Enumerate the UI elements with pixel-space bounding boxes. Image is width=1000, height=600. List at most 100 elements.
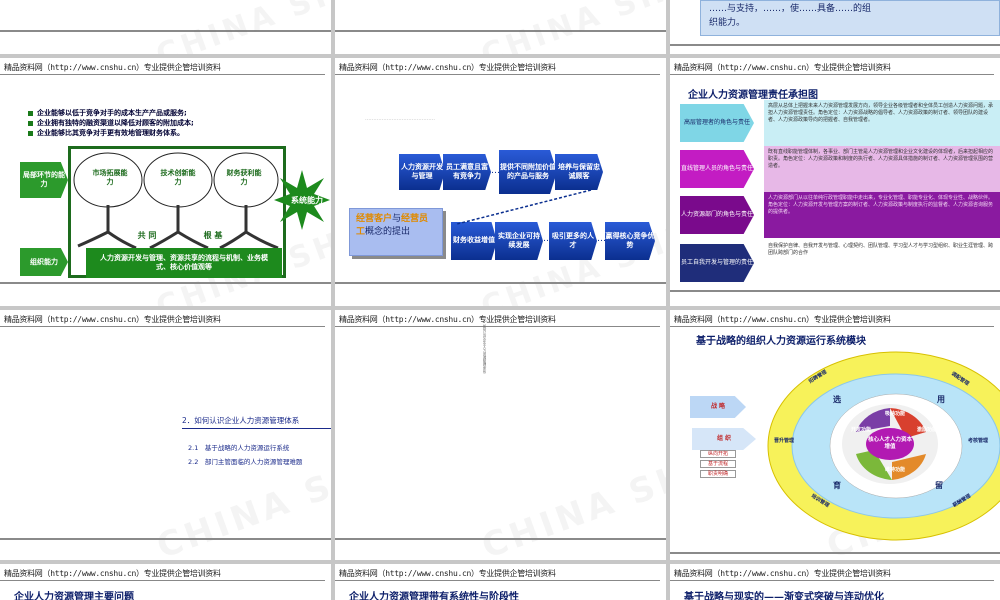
outer-label-appraise: 考核管理 <box>967 437 988 444</box>
ring-word-use: 用 <box>937 395 945 404</box>
vertical-caption: 2. 如何认识企业人力资源管理体系 <box>483 320 487 374</box>
slide-header: 精品资料网（http://www.cnshu.cn）专业提供企管培训资料 <box>674 315 891 324</box>
slide-blank[interactable]: 精品资料网（http://www.cnshu.cn）专业提供企管培训资料 2. … <box>335 310 666 560</box>
slide-strategy[interactable]: 精品资料网（http://www.cnshu.cn）专业提供企管培训资料 CHI… <box>0 58 331 306</box>
roots-label-left: 共 同 <box>137 231 157 240</box>
slide-r4c2[interactable]: 精品资料网（http://www.cnshu.cn）专业提供企管培训资料 企业人… <box>335 564 666 600</box>
chain-step-8: 赢得核心竞争优势 <box>605 222 655 260</box>
slide-header: 精品资料网（http://www.cnshu.cn）专业提供企管培训资料 <box>339 569 556 578</box>
bullet-list: 企业能够以低于竞争对手的成本生产产品或服务; 企业拥有独特的融资渠道以降低对顾客… <box>28 108 194 138</box>
bullet-square-icon <box>28 120 33 126</box>
hr-system-diagram <box>767 351 1000 541</box>
section-item-2: 2.2 部门主管面临的人力资源管理难题 <box>188 458 303 466</box>
resp-row-employee: 员工自我开发与管理的责任 自我保护自律、自我开发与管理、心理契约、团队管理、学习… <box>680 240 1000 286</box>
tree-label-finance: 财务获利能力 <box>226 169 262 186</box>
slide-model[interactable]: 精品资料网（http://www.cnshu.cn）专业提供企管培训资料 基于战… <box>670 310 1000 560</box>
watermark: CHINA SHUN <box>476 433 666 560</box>
resp-text: 高层从总体上把握未来人力资源管理发展方向，领导企业各级管理者和全体员工创造人力资… <box>764 100 1000 146</box>
header-rule <box>0 74 325 75</box>
slide-r1c2[interactable]: CHINA SHUN <box>335 0 666 54</box>
ring-word-select: 选 <box>833 395 841 404</box>
slide-title: 企业人力资源管理责任承担图 <box>688 90 818 101</box>
slide-header: 精品资料网（http://www.cnshu.cn）专业提供企管培训资料 <box>4 63 221 72</box>
chain-step-7: 吸引更多的人才 <box>549 222 597 260</box>
slide-responsibility[interactable]: 精品资料网（http://www.cnshu.cn）专业提供企管培训资料 企业人… <box>670 58 1000 306</box>
slide-divider <box>0 30 331 32</box>
callout-line-2: 织能力。 <box>709 17 746 28</box>
inner-label-motivate: 激励功能 <box>916 426 937 433</box>
slide-r1c3[interactable]: ……与支持，……，使……具备……的组 织能力。 <box>670 0 1000 54</box>
slide-header: 精品资料网（http://www.cnshu.cn）专业提供企管培训资料 <box>674 569 891 578</box>
slide-divider <box>670 552 1000 554</box>
resp-label: 高层管理者的角色与责任 <box>680 104 754 142</box>
org-sub-2: 基于流程 <box>700 460 736 468</box>
org-sub-1: 纵向开拓 <box>700 450 736 458</box>
concept-employee: 经营员工 <box>356 214 429 237</box>
strategy-arrow: 战 略 <box>690 396 746 418</box>
text-callout: ……与支持，……，使……具备……的组 织能力。 <box>700 0 1000 36</box>
callout-line-1: ……与支持，……，使……具备……的组 <box>709 4 872 14</box>
chain-ellipsis: … <box>597 234 606 244</box>
resp-row-hr: 人力资源部门的角色与责任 人力资源部门从以往单纯行政管理职能中走出来，专业化管理… <box>680 192 1000 238</box>
header-rule <box>335 580 660 581</box>
roots-label-right: 根 基 <box>203 231 223 240</box>
watermark: CHINA SHUN <box>152 0 331 54</box>
slide-header: 精品资料网（http://www.cnshu.cn）专业提供企管培训资料 <box>4 569 221 578</box>
resp-label: 员工自我开发与管理的责任 <box>680 244 754 282</box>
chain-step-6: 实现企业可持续发展 <box>495 222 543 260</box>
bullet-item: 企业拥有独特的融资渠道以降低对顾客的附加成本; <box>28 118 194 128</box>
ring-word-retain: 留 <box>935 481 943 490</box>
slide-header: 精品资料网（http://www.cnshu.cn）专业提供企管培训资料 <box>4 315 221 324</box>
slide-header: 精品资料网（http://www.cnshu.cn）专业提供企管培训资料 <box>339 63 556 72</box>
resp-row-senior: 高层管理者的角色与责任 高层从总体上把握未来人力资源管理发展方向，领导企业各级管… <box>680 100 1000 146</box>
trees-illustration <box>73 152 279 250</box>
resp-text: 自我保护自律、自我开发与管理、心理契约、团队管理、学习型人才与学习型组织、职业生… <box>764 240 1000 286</box>
slide-header: 精品资料网（http://www.cnshu.cn）专业提供企管培训资料 <box>674 63 891 72</box>
resp-label: 人力资源部门的角色与责任 <box>680 196 754 234</box>
slide-r4c1[interactable]: 精品资料网（http://www.cnshu.cn）专业提供企管培训资料 企业人… <box>0 564 331 600</box>
concept-and: 与 <box>392 214 402 224</box>
inner-label-develop: 开发功能 <box>850 426 871 433</box>
slide-divider <box>335 282 666 284</box>
org-arrow: 组 织 <box>692 428 756 450</box>
slide-title: 基于战略的组织人力资源运行系统模块 <box>696 336 866 347</box>
slide-title: 企业人力资源管理带有系统性与阶段性 <box>349 592 519 600</box>
resp-label: 直线管理人员的角色与责任 <box>680 150 754 188</box>
org-sub-3: 职责明确 <box>700 470 736 478</box>
header-rule <box>335 74 660 75</box>
concept-customer: 经营客户 <box>356 214 393 224</box>
faint-caption: …………………………………… <box>365 116 435 122</box>
org-capability-label: 组织能力 <box>20 248 68 276</box>
watermark: CHINA SHUN <box>477 0 666 54</box>
section-heading: 2．如何认识企业人力资源管理体系 <box>182 416 331 429</box>
foundation-box: 人力资源开发与管理、资源共享的流程与机制、业务模式、核心价值观等 <box>86 248 282 278</box>
slide-divider <box>335 538 666 540</box>
chain-step-5: 财务收益增值 <box>451 222 497 260</box>
slide-r4c3[interactable]: 精品资料网（http://www.cnshu.cn）专业提供企管培训资料 基于战… <box>670 564 1000 600</box>
chain-ellipsis: … <box>491 166 500 176</box>
header-rule <box>0 326 325 327</box>
chain-step-2: 员工满意且富有竞争力 <box>443 154 491 190</box>
slide-title: 企业人力资源管理主要问题 <box>14 592 134 600</box>
system-capability-label: 系统能力 <box>291 196 323 205</box>
inner-label-absorb: 吸纳功能 <box>884 410 905 417</box>
slide-divider <box>0 282 331 284</box>
tree-label-market: 市场拓展能力 <box>92 169 128 186</box>
bullet-square-icon <box>28 130 33 136</box>
bullet-item: 企业能够比其竞争对手更有效地管理财务体系。 <box>28 128 194 138</box>
concept-suffix: 概念的提出 <box>365 226 411 237</box>
chain-ellipsis: … <box>543 234 552 244</box>
slide-r1c1[interactable]: CHINA SHUN <box>0 0 331 54</box>
tree-label-tech: 技术创新能力 <box>160 169 196 186</box>
slide-section[interactable]: 精品资料网（http://www.cnshu.cn）专业提供企管培训资料 CHI… <box>0 310 331 560</box>
inner-label-maintain: 维持功能 <box>884 466 905 473</box>
chain-step-3: 提供不同附加价值的产品与服务 <box>499 150 557 194</box>
header-rule <box>670 326 994 327</box>
slide-divider <box>335 30 666 32</box>
header-rule <box>670 74 994 75</box>
header-rule <box>335 326 660 327</box>
ring-word-develop: 育 <box>833 481 841 490</box>
slide-chain[interactable]: 精品资料网（http://www.cnshu.cn）专业提供企管培训资料 CHI… <box>335 58 666 306</box>
bullet-item: 企业能够以低于竞争对手的成本生产产品或服务; <box>28 108 194 118</box>
